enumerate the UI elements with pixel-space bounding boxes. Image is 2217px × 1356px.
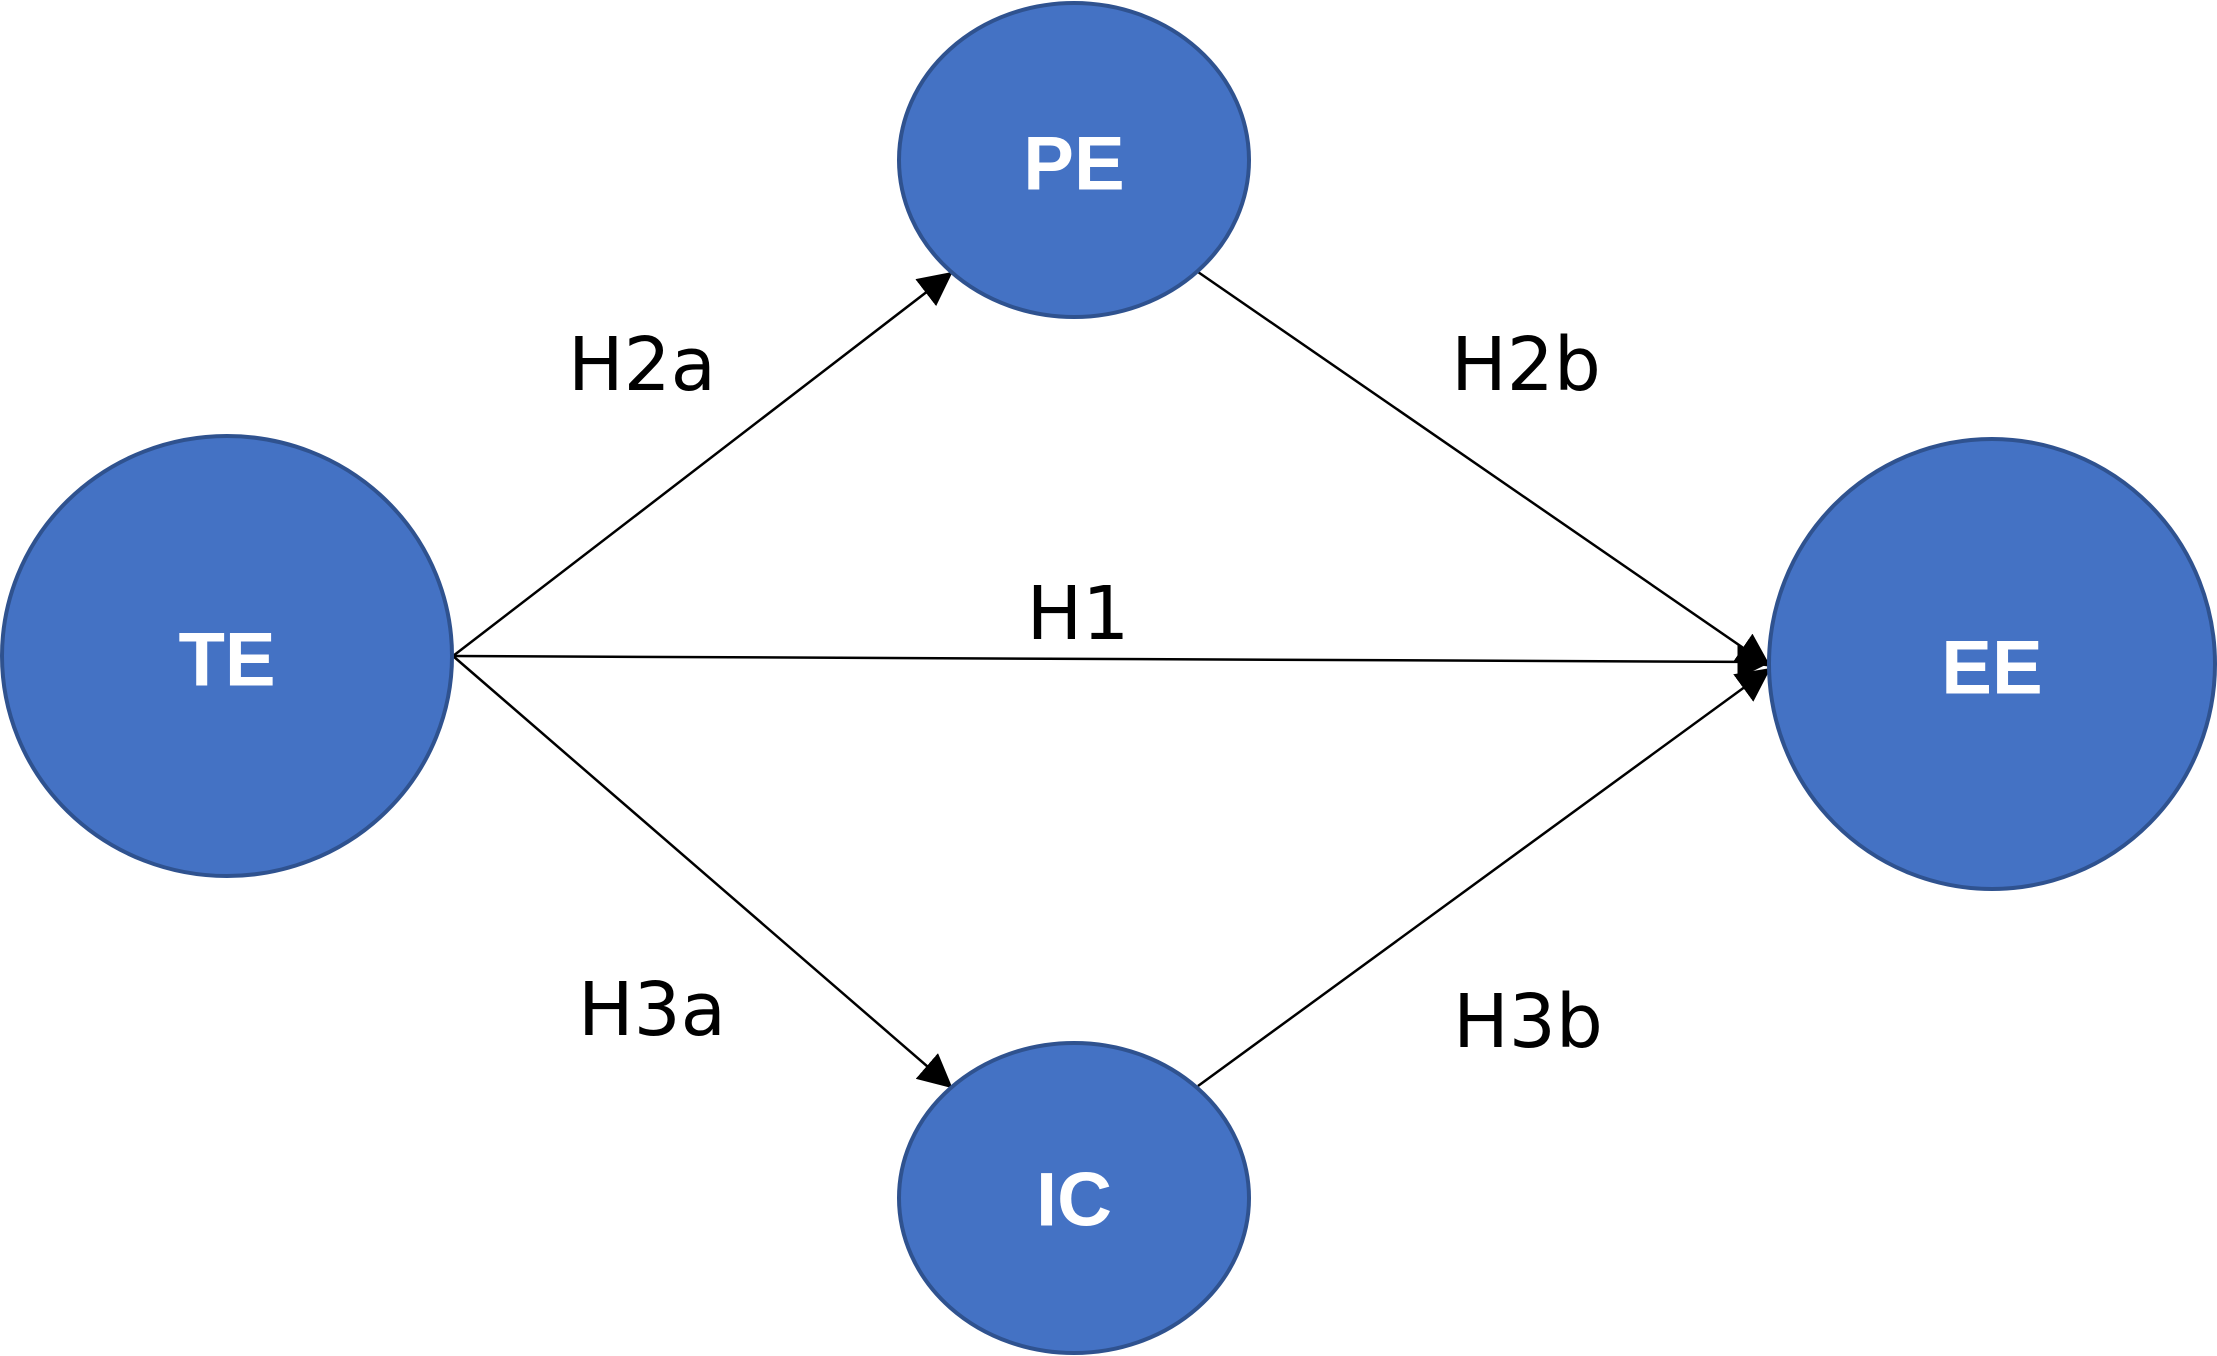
- node-ee: EE: [1767, 437, 2217, 891]
- edge-labels: H2a H2b H1 H3a H3b: [568, 322, 1603, 1065]
- edge-h2b-label: H2b: [1451, 322, 1601, 408]
- edge-h3b-label: H3b: [1453, 979, 1603, 1065]
- edge-h3a-arrow: [452, 655, 953, 1089]
- edge-h2a-arrow: [452, 271, 953, 657]
- node-ee-circle: [1767, 437, 2217, 891]
- edge-h1-arrow: [452, 644, 1772, 679]
- node-te: TE: [0, 434, 454, 878]
- node-te-label: TE: [178, 618, 275, 703]
- node-ic: IC: [897, 1041, 1251, 1355]
- edge-h3b-arrow: [1197, 667, 1771, 1088]
- edge-h2a-label: H2a: [568, 322, 716, 408]
- edges: [452, 270, 1772, 1089]
- node-pe-circle: [897, 1, 1251, 319]
- node-pe: PE: [897, 1, 1251, 319]
- edge-h1-label: H1: [1027, 571, 1130, 657]
- node-pe-label: PE: [1023, 122, 1124, 207]
- node-ee-label: EE: [1941, 626, 2042, 711]
- edge-h2b-arrow: [1197, 270, 1771, 667]
- edge-h3a-label: H3a: [578, 967, 726, 1053]
- node-te-circle: [0, 434, 454, 878]
- node-ic-circle: [897, 1041, 1251, 1355]
- node-ic-label: IC: [1036, 1158, 1112, 1243]
